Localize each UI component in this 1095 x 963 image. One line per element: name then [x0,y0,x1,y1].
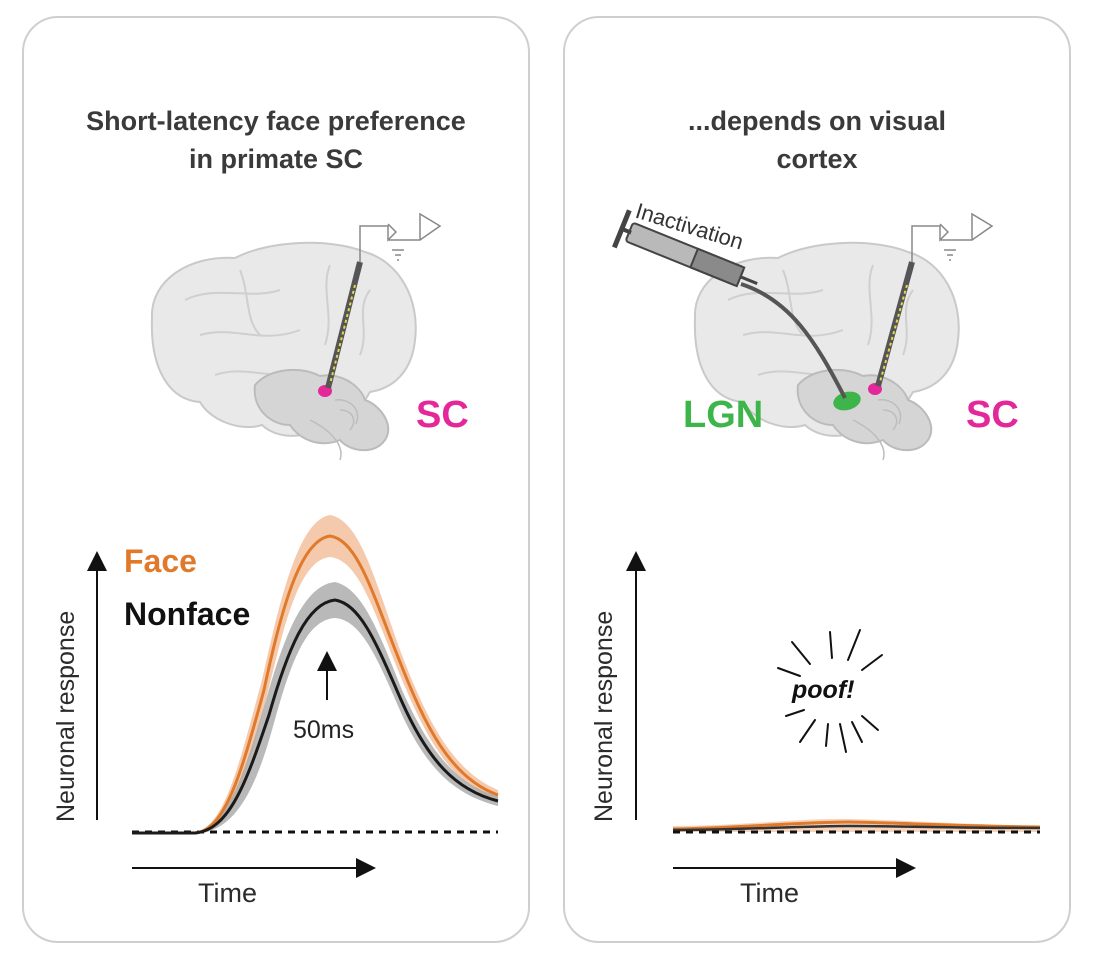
y-axis-label-left: Neuronal response [52,610,80,822]
legend-face: Face [124,543,197,579]
x-axis-label-right: Time [740,878,799,908]
sc-label-left: SC [416,394,469,436]
poof-label: poof! [792,676,855,704]
plot-right [626,551,1041,878]
panel-right-title: ...depends on visual cortex [565,102,1069,178]
sc-label-right: SC [966,394,1019,436]
electrode-left [325,212,442,389]
brainstem-right [796,369,933,452]
brainstem [253,369,390,452]
nonface-curve [132,598,499,835]
face-curve [132,534,499,835]
brain-illustration-left [150,241,417,461]
panel-left-title: Short-latency face preference in primate… [24,102,528,178]
latency-label: 50ms [293,716,355,744]
panel-left-title-line2: in primate SC [188,144,364,174]
panel-right: ...depends on visual cortex [563,16,1071,943]
electrode-right [875,212,994,387]
nonface-curve-right [672,824,1041,832]
x-axis-label-left: Time [198,878,257,908]
lgn-label: LGN [683,394,764,436]
face-curve-right [672,820,1041,831]
panel-right-title-line1: ...depends on visual [687,106,947,136]
plot-left [87,515,499,878]
panel-right-title-line2: cortex [776,144,858,174]
legend-nonface: Nonface [124,596,251,632]
poof-burst-icon [777,629,883,753]
syringe-icon [612,209,847,399]
brain-illustration-right [693,241,960,461]
panel-left: Short-latency face preference in primate… [22,16,530,943]
y-axis-label-right: Neuronal response [590,610,618,822]
panel-left-title-line1: Short-latency face preference [86,106,466,136]
lgn-spot [833,391,861,411]
